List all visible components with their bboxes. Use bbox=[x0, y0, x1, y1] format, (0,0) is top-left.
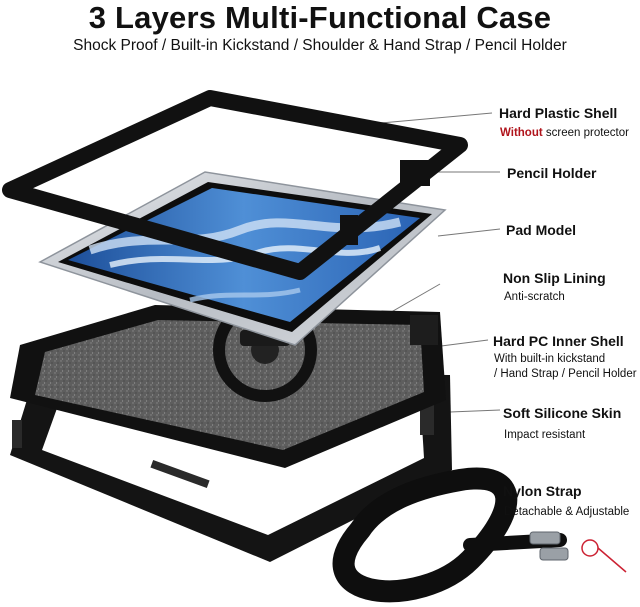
without-highlight: Without bbox=[500, 127, 543, 139]
inner-shell-layer bbox=[10, 298, 446, 468]
callout-nylon-strap-note: Detachable & Adjustable bbox=[504, 506, 630, 518]
callout-nylon-strap: Nylon Strap bbox=[503, 483, 582, 499]
callout-pad-model: Pad Model bbox=[506, 222, 577, 238]
callout-soft-silicone-skin-note: Impact resistant bbox=[504, 429, 586, 441]
strap-clips bbox=[529, 531, 627, 573]
callout-soft-silicone-skin: Soft Silicone Skin bbox=[503, 405, 622, 421]
screen-protector-text: screen protector bbox=[542, 127, 629, 139]
callout-non-slip-lining-note: Anti-scratch bbox=[504, 291, 565, 303]
product-subtitle: Shock Proof / Built-in Kickstand / Shoul… bbox=[73, 37, 567, 54]
callout-hard-pc-inner-shell-note-2: / Hand Strap / Pencil Holder bbox=[494, 368, 637, 380]
callout-hard-plastic-shell: Hard Plastic Shell bbox=[499, 105, 618, 121]
callout-hard-pc-inner-shell: Hard PC Inner Shell bbox=[493, 333, 624, 349]
product-title: 3 Layers Multi-Functional Case bbox=[88, 0, 552, 35]
hard-shell-layer bbox=[2, 90, 468, 280]
callout-pencil-holder: Pencil Holder bbox=[507, 165, 597, 181]
callout-hard-pc-inner-shell-note-1: With built-in kickstand bbox=[494, 353, 606, 365]
callout-non-slip-lining: Non Slip Lining bbox=[503, 270, 606, 286]
exploded-case-illustration bbox=[2, 90, 627, 603]
callout-hard-plastic-shell-note: Without screen protector bbox=[500, 126, 629, 141]
